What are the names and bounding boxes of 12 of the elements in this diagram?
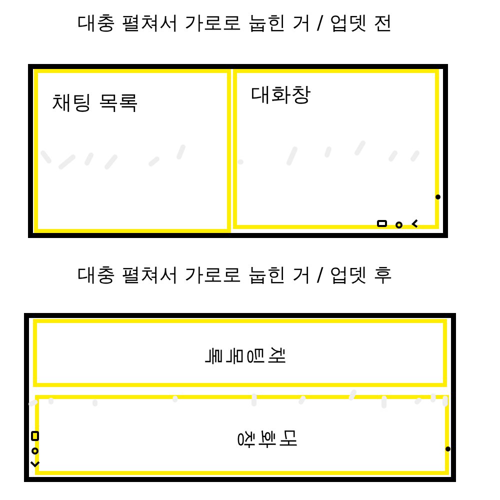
screen-panel [34,69,231,233]
panel-label: 채팅 목록 [203,346,287,366]
panel-label: 대화창 [251,81,311,108]
screen-panel [35,395,449,475]
heading: 대충 펼쳐서 가로로 눕힌 거 / 업뎃 후 [76,263,394,288]
screen-panel [33,319,447,387]
heading: 대충 펼쳐서 가로로 눕힌 거 / 업뎃 전 [76,11,394,36]
device-frame [24,313,456,482]
screen-panel [233,69,439,229]
panel-label: 채팅 목록 [52,89,138,116]
panel-label: 대화창 [236,430,298,448]
device-frame [28,64,448,238]
